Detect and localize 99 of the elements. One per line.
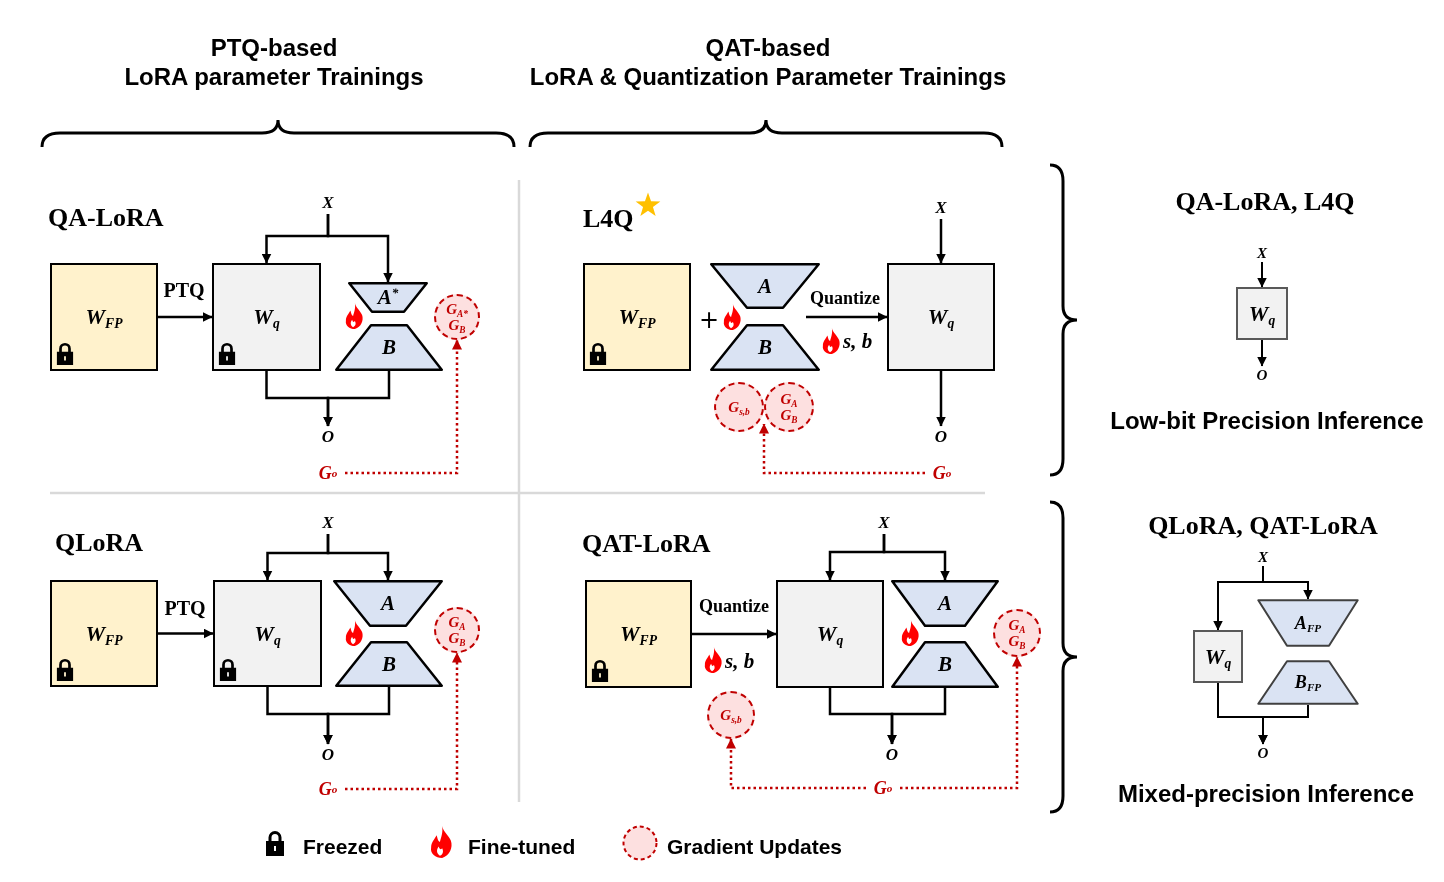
gradient-label: G$_{A}$ G$_{B}$ [1007, 617, 1027, 649]
variable-label: X [930, 197, 952, 219]
panel-title: QLoRA [55, 526, 144, 558]
matrix-label: W$_{q}$ [816, 621, 844, 647]
trapezoid-block [891, 641, 999, 688]
panel-title: L4Q [583, 202, 634, 234]
arrow [887, 688, 947, 745]
dotted-arrow [345, 652, 462, 791]
matrix-label: B [938, 652, 952, 677]
inference-caption: Low-bit Precision Inference [1110, 405, 1424, 435]
arrow [1257, 261, 1267, 288]
trapezoid-block [335, 641, 443, 687]
parameter-label: s, b [725, 648, 755, 674]
trapezoid-block [1257, 660, 1359, 705]
variable-label: O [881, 744, 903, 766]
variable-label: O [317, 744, 339, 766]
variable-label: O [930, 426, 952, 448]
matrix-label: W$_{q}$ [1248, 300, 1276, 327]
matrix-label: W$_{FP}$ [85, 620, 123, 647]
matrix-label: W$_{q}$ [254, 620, 281, 647]
matrix-label: W$_{FP}$ [620, 621, 657, 647]
arrow [158, 312, 213, 322]
arrow [1257, 339, 1267, 367]
inference-caption: Mixed-precision Inference [1117, 778, 1415, 808]
dotted-arrow [900, 656, 1022, 790]
dotted-arrow [759, 423, 925, 475]
gradient-circle [993, 609, 1041, 657]
arrow [1262, 565, 1313, 600]
variable-label: X [873, 512, 895, 534]
gradient-circle [707, 691, 755, 739]
matrix-label: W$_{q}$ [927, 304, 955, 330]
matrix-label: A$^{*}$ [377, 285, 399, 310]
panel-title: QA-LoRA [48, 201, 164, 233]
arrow [323, 687, 391, 745]
variable-label: O [317, 426, 339, 448]
arrow [882, 534, 950, 581]
gradient-circle [764, 382, 814, 432]
matrix-label: A$_{FP}$ [1294, 612, 1322, 634]
gradient-circle [714, 382, 764, 432]
gradient-label: G$_{A}$ G$_{B}$ [447, 614, 467, 646]
trapezoid-block [333, 580, 443, 627]
method-heading: QLoRA, QAT-LoRA [1148, 509, 1378, 541]
method-heading: QA-LoRA, L4Q [1175, 185, 1355, 217]
matrix-label: A [938, 591, 952, 616]
weight-box [50, 263, 158, 371]
arrow [323, 371, 391, 427]
parameter-label: s, b [843, 328, 873, 354]
plus-sign: + [698, 305, 720, 335]
trapezoid-block [891, 580, 999, 627]
variable-label: X [1254, 548, 1272, 566]
matrix-label: B [382, 335, 396, 360]
variable-label: X [317, 512, 339, 534]
column-heading: PTQ-based LoRA parameter Trainings [124, 33, 424, 91]
arrow [1258, 704, 1309, 745]
trapezoid-block [348, 282, 428, 313]
weight-box [887, 263, 995, 371]
matrix-label: W$_{FP}$ [618, 304, 656, 330]
gradient-label: G$_{A}$ G$_{B}$ [779, 391, 799, 423]
weight-box [583, 263, 691, 371]
arrow [936, 219, 946, 264]
weight-box [776, 580, 884, 688]
weight-box [50, 580, 158, 687]
trapezoid-block [1257, 599, 1359, 647]
gradient-label: G$_{s,b}$ [719, 707, 743, 723]
arrow [936, 371, 946, 427]
weight-box [1236, 287, 1288, 340]
legend-label: Fine-tuned [468, 834, 576, 860]
gradient-label: G$_{A*}$ G$_{B}$ [445, 301, 469, 333]
trapezoid-block [335, 324, 443, 371]
panel-title: QAT-LoRA [582, 527, 711, 559]
variable-label: O [1254, 744, 1272, 762]
gradient-circle [434, 294, 480, 340]
matrix-label: W$_{q}$ [1204, 643, 1232, 670]
gradient-circle [434, 607, 480, 653]
matrix-label: B [758, 335, 772, 360]
gradient-label: G$_{s,b}$ [727, 399, 751, 415]
weight-box [212, 263, 321, 371]
matrix-label: B [382, 651, 396, 677]
variable-label: X [1253, 244, 1271, 262]
arrow [692, 629, 777, 639]
weight-box [213, 580, 322, 687]
arrow [326, 534, 393, 581]
matrix-label: W$_{q}$ [253, 304, 280, 330]
legend-label: Gradient Updates [667, 834, 843, 860]
dotted-arrow [345, 339, 462, 475]
column-heading: QAT-based LoRA & Quantization Parameter Trainings [529, 33, 1007, 91]
weight-box [1193, 630, 1243, 683]
arrow [158, 628, 214, 639]
arrow [806, 312, 888, 322]
variable-label: X [317, 192, 339, 214]
legend-label: Freezed [303, 834, 383, 860]
matrix-label: A [758, 273, 772, 299]
arrow [326, 214, 393, 283]
matrix-label: W$_{FP}$ [85, 304, 123, 330]
variable-label: O [1253, 366, 1271, 384]
matrix-label: B$_{FP}$ [1294, 672, 1322, 693]
weight-box [585, 580, 692, 688]
matrix-label: A [381, 591, 395, 616]
dotted-arrow [726, 738, 866, 790]
